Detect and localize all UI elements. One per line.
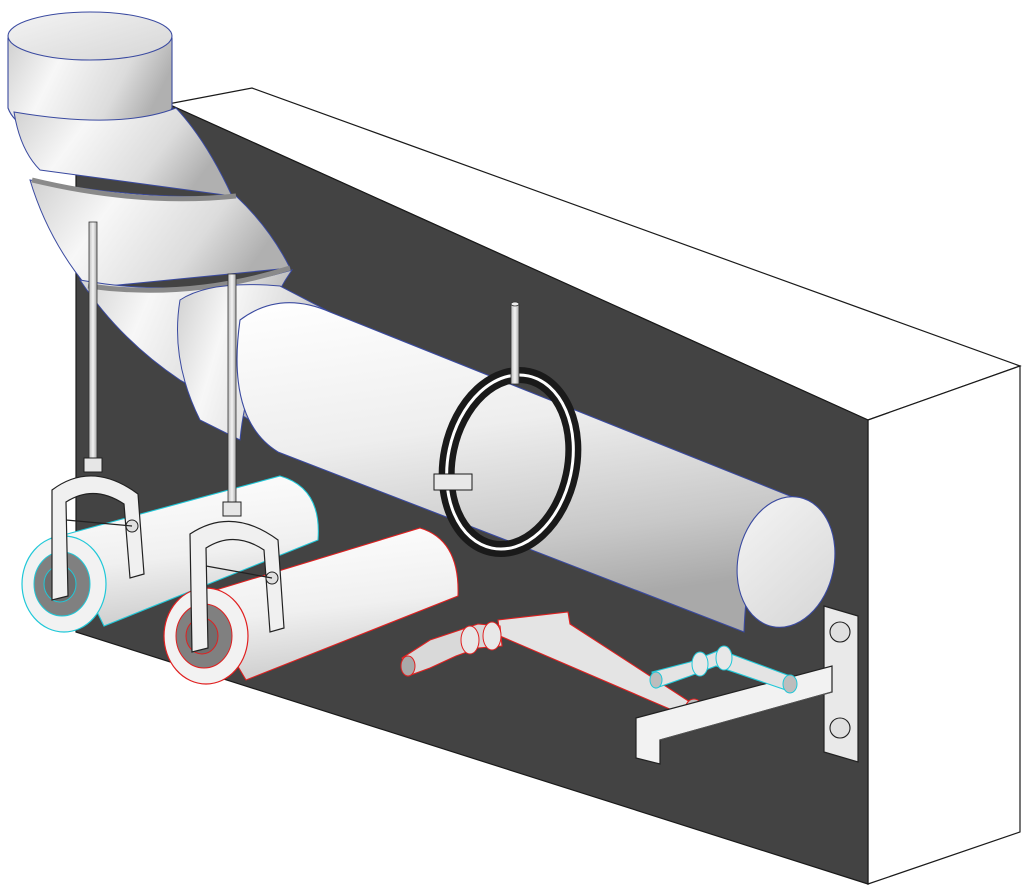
bracket-bolt-top	[829, 621, 851, 643]
elbow-top-opening	[7, 11, 173, 61]
elbow-band-1	[31, 177, 237, 202]
threaded-rod-hanger	[189, 273, 285, 653]
small-red-copper-line	[400, 611, 704, 722]
main-pipe-end-cap	[736, 496, 836, 628]
wall-mounted-channel-bracket	[635, 605, 859, 765]
bracket-bolt-bottom	[829, 717, 851, 739]
threaded-rod-hanger	[51, 221, 145, 601]
collar-clamp-tab	[433, 473, 473, 491]
wall-sleeve-collar	[433, 366, 582, 558]
clevis-strap	[51, 475, 145, 601]
large-pipe-with-elbow	[7, 11, 836, 633]
elbow-band-2	[87, 265, 291, 293]
small-cyan-copper-line	[649, 645, 798, 694]
elbow-segment-1	[13, 107, 233, 197]
threaded-rod-hanger	[510, 301, 520, 385]
clevis-strap	[189, 520, 285, 653]
wall-side-face	[867, 365, 1021, 885]
